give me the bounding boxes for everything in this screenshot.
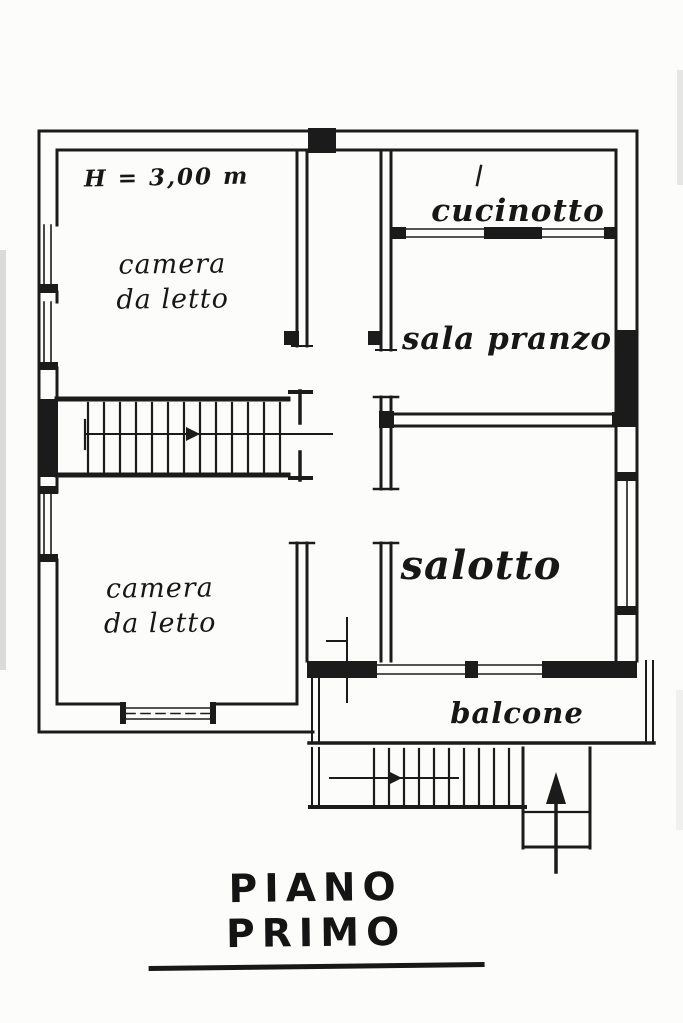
stray-mark [475,164,483,187]
room-label-living-room: salotto [400,542,562,589]
scan-artifacts [0,70,683,830]
interior-walls [291,150,639,663]
external-staircase [308,746,592,874]
balcony-door-symbol [326,617,348,703]
internal-staircase [54,389,333,482]
stair-direction-tick [388,771,402,785]
interior-wall-fills [284,227,637,678]
room-label-balcony: balcone [450,696,584,730]
right-arrow-icon [186,427,200,441]
room-label-dining-room: sala pranzo [401,321,613,357]
balcony-outline [307,660,656,745]
room-label-kitchenette: cucinotto [431,193,605,229]
room-label-bedroom-top: camera da letto [116,248,230,316]
plan-title: PIANO PRIMO [147,863,485,972]
ceiling-height-note: H = 3,00 m [83,162,250,193]
room-label-bedroom-bottom: camera da letto [103,572,217,640]
windows [43,224,628,724]
up-arrow-icon [546,772,566,874]
